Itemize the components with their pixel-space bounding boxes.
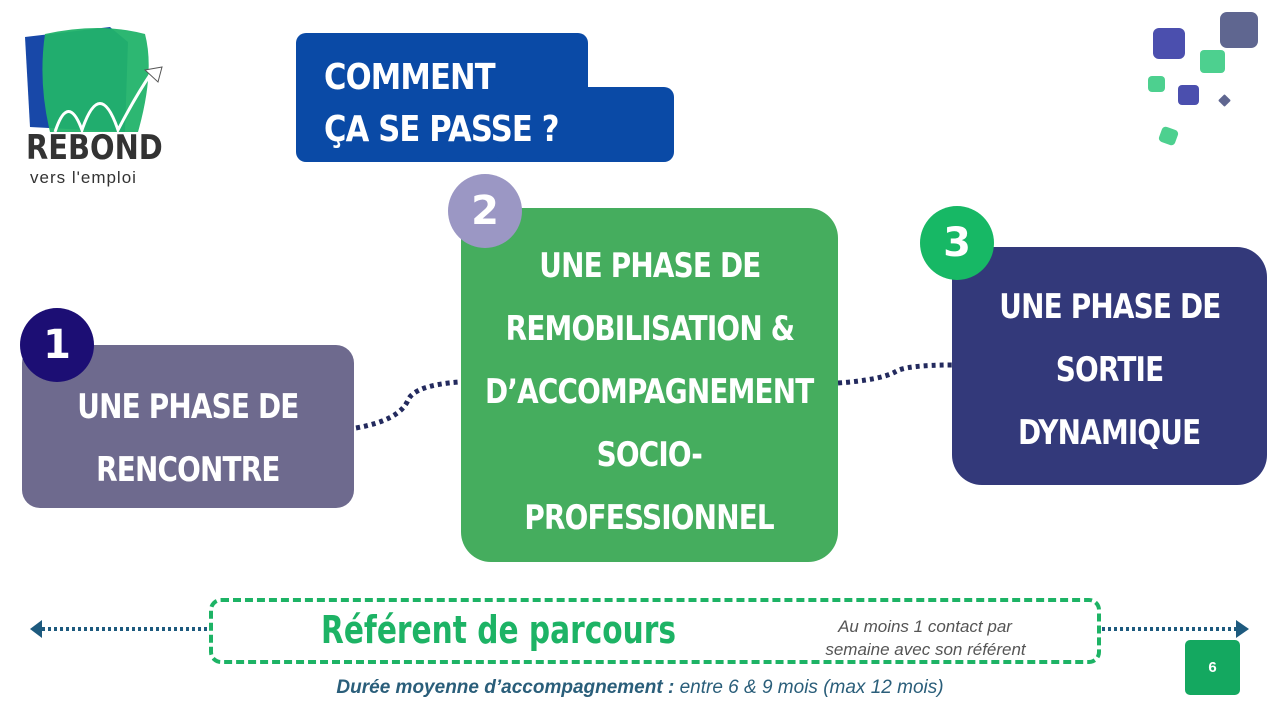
phase-3-box: UNE PHASE DE SORTIE DYNAMIQUE [952, 247, 1267, 485]
phase-2-line: D’ACCOMPAGNEMENT [485, 371, 814, 412]
referent-box: Référent de parcours Au moins 1 contact … [209, 598, 1101, 664]
phase-3-number: 3 [943, 220, 971, 266]
duration-value: entre 6 & 9 mois (max 12 mois) [674, 677, 944, 698]
phase-1-number: 1 [43, 322, 71, 368]
referent-label: Référent de parcours [321, 608, 677, 652]
title-line-1: COMMENT [324, 57, 496, 98]
phase-1-number-badge: 1 [20, 308, 94, 382]
phase-1-line: UNE PHASE DE [77, 386, 299, 427]
logo-name: REBOND [26, 128, 163, 168]
logo-mark-icon [25, 27, 163, 132]
duration-label: Durée moyenne d’accompagnement : [336, 677, 675, 698]
phase-2-line: REMOBILISATION & [505, 308, 794, 349]
phase-3-number-badge: 3 [920, 206, 994, 280]
decor-square [1200, 50, 1225, 73]
decor-square [1178, 85, 1199, 105]
page-number: 6 [1185, 640, 1240, 695]
logo-tagline: vers l'emploi [30, 168, 137, 187]
referent-note-line-2: semaine avec son référent [825, 640, 1026, 659]
phase-2-line: UNE PHASE DE [538, 245, 761, 286]
referent-note-line-1: Au moins 1 contact par [838, 617, 1012, 636]
logo: REBOND vers l'emploi [20, 22, 165, 187]
phase-2-line: PROFESSIONNEL [524, 497, 775, 538]
phase-3-line: SORTIE [1055, 349, 1164, 390]
phase-2-number-badge: 2 [448, 174, 522, 248]
page-title: COMMENT ÇA SE PASSE ? [296, 33, 674, 162]
phase-3-line: DYNAMIQUE [1018, 412, 1201, 453]
phase-1-line: RENCONTRE [96, 449, 280, 490]
phase-2-number: 2 [471, 188, 499, 234]
phase-2-box: UNE PHASE DE REMOBILISATION & D’ACCOMPAG… [461, 208, 838, 562]
decor-square [1148, 76, 1165, 92]
phase-2-line: SOCIO- [596, 434, 703, 475]
decor-square [1220, 12, 1258, 48]
title-line-2: ÇA SE PASSE ? [324, 109, 560, 150]
decor-square [1153, 28, 1185, 59]
phase-3-line: UNE PHASE DE [998, 286, 1221, 327]
duration-text: Durée moyenne d’accompagnement : entre 6… [0, 676, 1280, 700]
